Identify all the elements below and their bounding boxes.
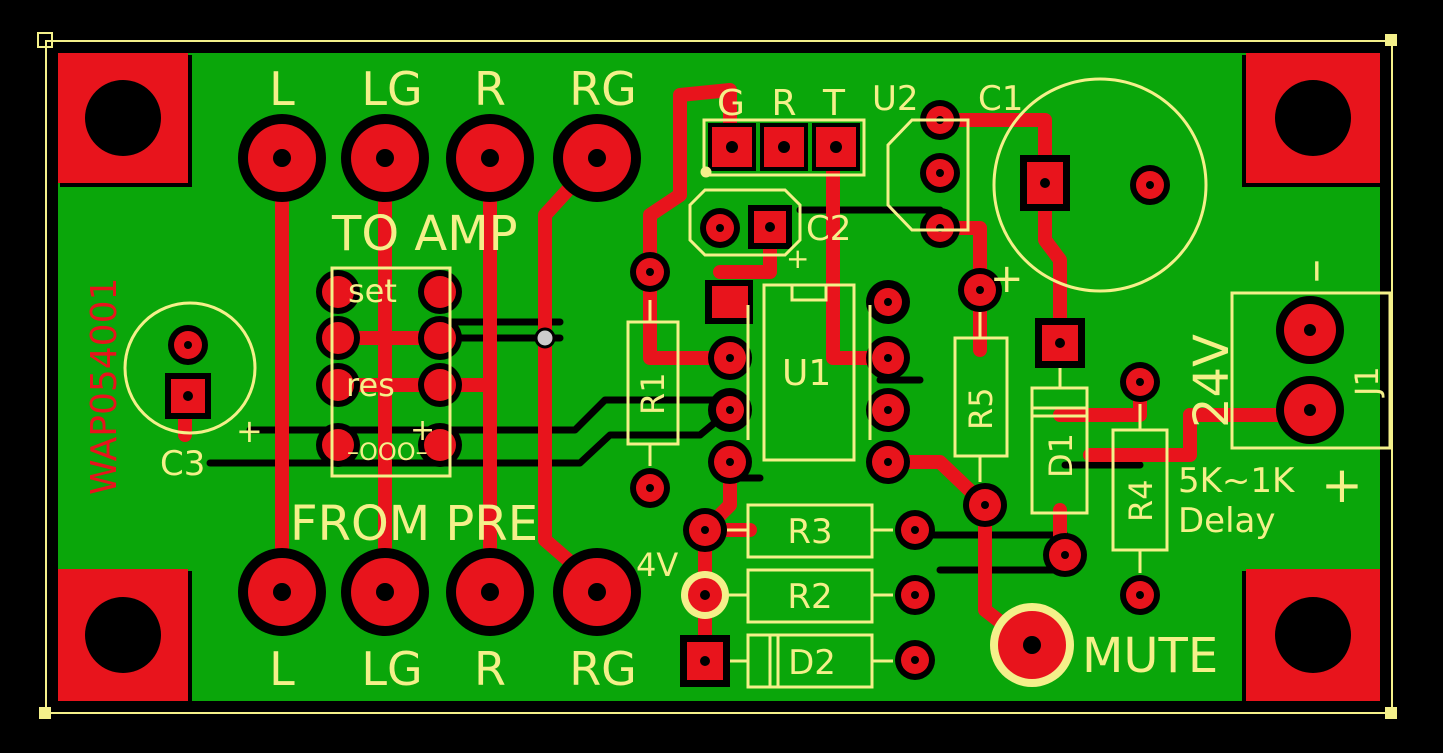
reference-designators: U2 C1 C2 + + U1 R1 R5 D1 R4 R3 R2 D2 J1 …	[160, 79, 1386, 683]
pads	[165, 100, 1344, 687]
ref-r4: R4	[1122, 479, 1160, 522]
ref-d2: D2	[788, 643, 836, 683]
to-amp-label: TO AMP	[331, 206, 518, 262]
connector-label-g: G	[717, 83, 745, 124]
ref-j1: J1	[1348, 366, 1386, 398]
mounting-hole-bl	[58, 569, 192, 703]
ref-d1: D1	[1042, 433, 1080, 478]
ref-c1: C1	[978, 79, 1023, 119]
connector-label-r: R	[771, 83, 796, 124]
relay-plus-label: +	[410, 413, 435, 448]
j1-plus-label: +	[1321, 456, 1363, 514]
ref-r3: R3	[787, 512, 832, 552]
mounting-hole-tl	[58, 53, 192, 187]
ref-u1: U1	[782, 353, 831, 394]
ref-r1: R1	[634, 372, 672, 415]
label-bottom-rg: RG	[569, 642, 637, 696]
from-pre-label: FROM PRE	[290, 496, 538, 552]
ref-r5: R5	[962, 387, 1000, 430]
ref-c2: C2	[806, 209, 851, 249]
outline-corner-br	[1385, 707, 1397, 719]
connector-labels: G R T	[717, 83, 846, 124]
note-24v: 24V	[1184, 334, 1240, 428]
relay-set-label: set	[348, 272, 397, 310]
connector-label-t: T	[822, 83, 846, 124]
ref-r2: R2	[787, 577, 832, 617]
outline-corner-tr	[1385, 34, 1397, 46]
board-outline	[45, 40, 1393, 714]
label-top-r: R	[474, 62, 506, 116]
label-top-l: L	[269, 62, 295, 116]
note-4v: 4V	[636, 546, 678, 584]
ref-c3: C3	[160, 444, 205, 484]
j1-minus-label: –	[1286, 259, 1342, 283]
label-top-rg: RG	[569, 62, 637, 116]
outline-corner-bl	[39, 707, 51, 719]
label-bottom-r: R	[474, 642, 506, 696]
ref-u2: U2	[872, 79, 919, 119]
mounting-hole-tr	[1242, 53, 1382, 187]
note-delay: Delay	[1178, 501, 1276, 541]
bottom-pin-labels: L LG R RG	[269, 642, 637, 696]
ref-c2-plus: +	[786, 242, 809, 275]
relay-coil-symbol: –OOO–	[347, 438, 428, 466]
note-res-value: 5K~1K	[1178, 461, 1296, 501]
relay-res-label: res	[346, 366, 395, 404]
part-number-label: WAP054001	[84, 278, 125, 495]
label-top-lg: LG	[361, 62, 422, 116]
outline-corner-tl	[37, 32, 53, 48]
mounting-hole-br	[1242, 569, 1382, 703]
label-bottom-l: L	[269, 642, 295, 696]
silkscreen-outlines	[123, 77, 1392, 689]
note-mute: MUTE	[1082, 628, 1218, 684]
via	[534, 327, 556, 349]
ref-c3-plus: +	[236, 412, 263, 450]
label-bottom-lg: LG	[361, 642, 422, 696]
ref-c1-plus: +	[990, 256, 1024, 302]
top-pin-labels: L LG R RG	[269, 62, 637, 116]
